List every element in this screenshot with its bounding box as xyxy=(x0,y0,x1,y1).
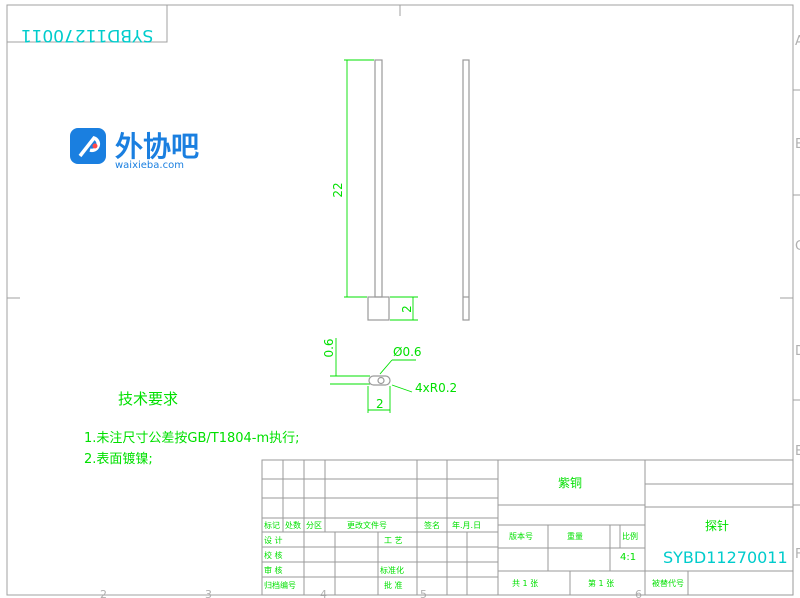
tb-sheet-no: 第 1 张 xyxy=(588,578,614,588)
border-col-numbers: 2 3 4 5 6 xyxy=(100,588,642,598)
col-number: 5 xyxy=(420,588,427,598)
col-number: 3 xyxy=(205,588,212,598)
row-letter: F xyxy=(795,547,800,562)
stamp-code: SYBD11270011 xyxy=(21,25,153,45)
part-side-view xyxy=(462,59,470,321)
watermark-name: 外协吧 xyxy=(115,130,199,163)
tb-part-name: 探针 xyxy=(705,518,729,533)
tb-row-design: 设 计 xyxy=(264,535,283,545)
row-letter: A xyxy=(795,34,800,49)
tb-header-date: 年.月.日 xyxy=(452,520,481,530)
tb-version-label: 版本号 xyxy=(509,531,533,541)
notes-item: 1.未注尺寸公差按GB/T1804-m执行; xyxy=(84,431,300,446)
tb-row-archive: 归档编号 xyxy=(264,580,296,590)
tb-header-signature: 签名 xyxy=(424,520,440,530)
tb-row-standard: 标准化 xyxy=(380,565,404,575)
border-row-letters: A B C D E F xyxy=(795,34,800,562)
dim-radius: 4xR0.2 xyxy=(415,381,457,395)
tb-scale-label: 比例 xyxy=(622,531,638,541)
dim-thickness: 0.6 xyxy=(322,338,336,357)
tb-row-process: 工 艺 xyxy=(384,536,403,545)
tb-weight-label: 重量 xyxy=(567,531,583,541)
notes-title: 技术要求 xyxy=(118,390,178,408)
tb-header-change-doc: 更改文件号 xyxy=(347,520,387,530)
stamp-box: SYBD11270011 xyxy=(6,4,168,45)
dim-width: 2 xyxy=(376,397,384,411)
row-letter: C xyxy=(795,239,800,254)
watermark-logo: 外协吧 waixieba.com xyxy=(70,128,199,171)
cross-section-detail xyxy=(368,375,391,386)
row-letter: D xyxy=(795,344,800,359)
col-number: 2 xyxy=(100,588,107,598)
tb-replaces-label: 被替代号 xyxy=(652,578,684,588)
tb-drawing-no: SYBD11270011 xyxy=(663,548,788,567)
tb-row-approve: 批 准 xyxy=(384,580,403,590)
tb-row-check: 校 核 xyxy=(264,550,283,560)
tb-header-zone: 分区 xyxy=(306,521,322,530)
tb-header-mark: 标记 xyxy=(264,520,280,530)
dimension-lines xyxy=(330,59,418,413)
row-letter: B xyxy=(795,137,800,152)
dimension-texts: 22 2 0.6 Ø0.6 4xR0.2 2 xyxy=(322,182,457,411)
col-number: 4 xyxy=(320,588,327,598)
tb-row-review: 审 核 xyxy=(264,565,283,575)
tb-header-count: 处数 xyxy=(285,520,301,530)
row-letter: E xyxy=(795,444,800,459)
tb-material: 紫铜 xyxy=(558,475,582,490)
technical-notes: 技术要求 1.未注尺寸公差按GB/T1804-m执行; 2.表面镀镍; xyxy=(84,390,300,467)
watermark-url: waixieba.com xyxy=(115,160,184,171)
tb-total-sheets: 共 1 张 xyxy=(512,579,538,588)
notes-item: 2.表面镀镍; xyxy=(84,451,153,467)
part-front-view xyxy=(367,59,390,321)
title-block: 标记 处数 分区 更改文件号 签名 年.月.日 设 计 校 核 审 核 归档编号… xyxy=(261,459,794,596)
dim-pin-diameter: Ø0.6 xyxy=(393,345,422,359)
border-ticks xyxy=(7,5,800,506)
col-number: 6 xyxy=(635,588,642,598)
dim-length: 22 xyxy=(331,182,345,197)
tb-scale: 4:1 xyxy=(620,552,636,563)
dim-head-height: 2 xyxy=(400,305,414,313)
